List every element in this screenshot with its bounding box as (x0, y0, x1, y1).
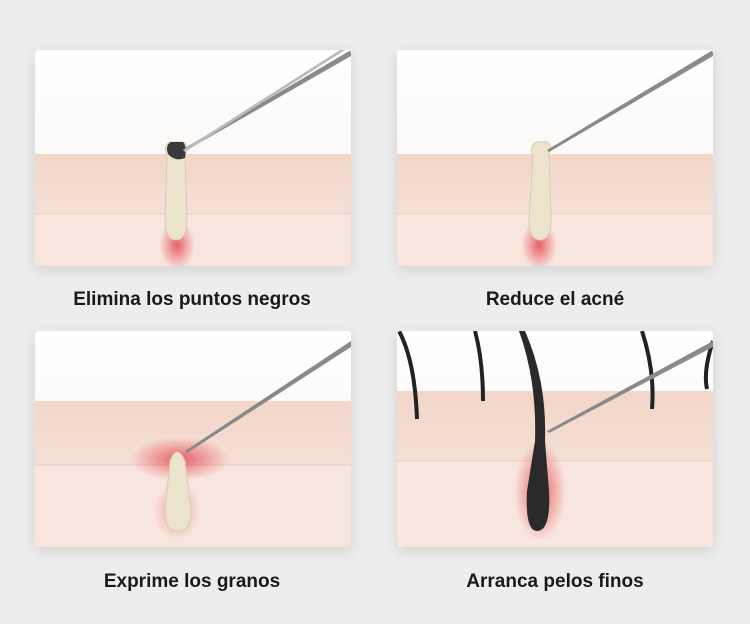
pimple-extraction-illustration (35, 331, 351, 547)
hair-removal-illustration (397, 331, 713, 547)
panel-label: Reduce el acné (485, 289, 625, 310)
panel-pimples (35, 331, 351, 547)
panel-hair (397, 331, 713, 547)
panel-acne (397, 50, 713, 266)
panel-label: Elimina los puntos negros (73, 289, 311, 310)
panel-label: Exprime los granos (103, 571, 281, 592)
panel-label: Arranca pelos finos (466, 571, 644, 592)
blackhead-extraction-illustration (35, 50, 351, 266)
panel-blackheads (35, 50, 351, 266)
acne-extraction-illustration (397, 50, 713, 266)
